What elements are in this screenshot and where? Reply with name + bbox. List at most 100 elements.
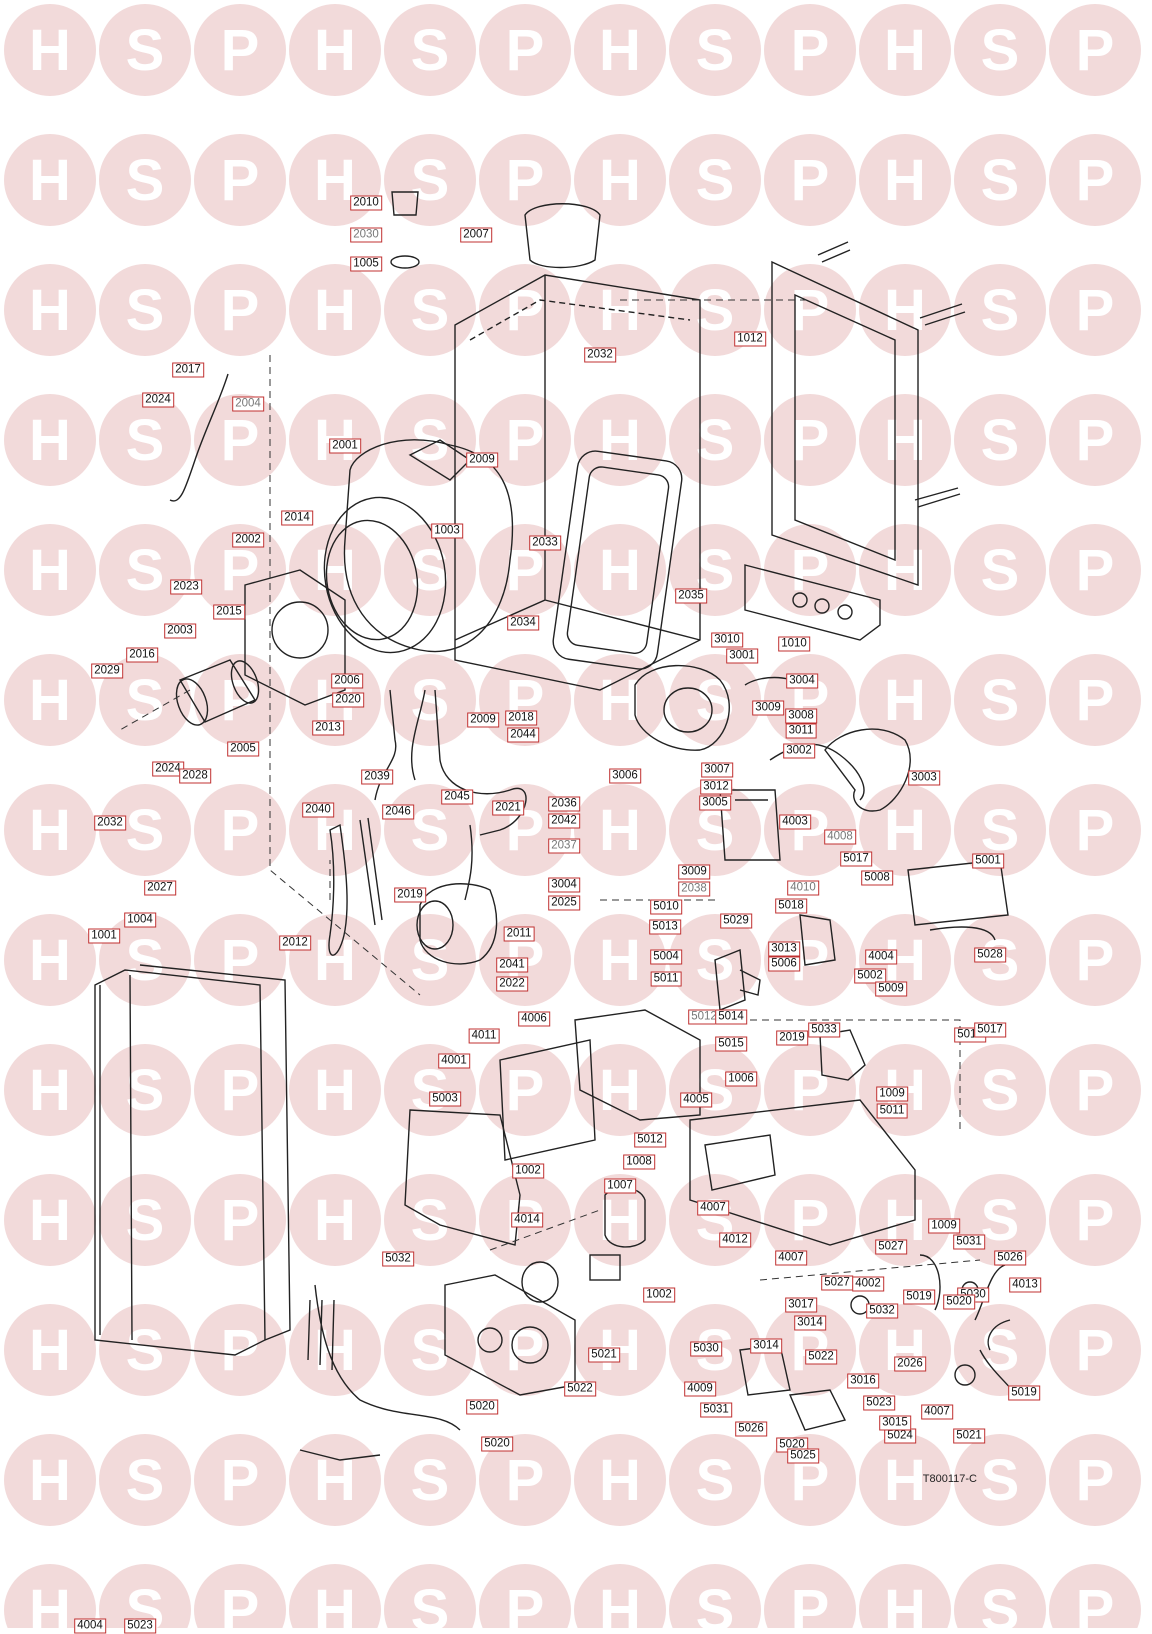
flow-pipe xyxy=(411,689,527,836)
svg-text:H: H xyxy=(599,798,641,863)
svg-text:P: P xyxy=(1076,1578,1115,1628)
part-label-3005: 3005 xyxy=(699,795,731,811)
svg-text:P: P xyxy=(1076,1058,1115,1123)
svg-text:S: S xyxy=(696,668,735,733)
svg-text:S: S xyxy=(981,1058,1020,1123)
svg-text:H: H xyxy=(314,928,356,993)
svg-text:S: S xyxy=(981,1188,1020,1253)
svg-text:H: H xyxy=(29,278,71,343)
watermark-badge: P xyxy=(764,394,856,486)
part-label-5018: 5018 xyxy=(775,898,807,914)
part-label-2041: 2041 xyxy=(496,957,528,973)
watermark-badge: H xyxy=(859,784,951,876)
watermark-badge: H xyxy=(574,1044,666,1136)
part-label-2004: 2004 xyxy=(232,396,264,412)
svg-text:P: P xyxy=(221,798,260,863)
watermark-badge: H xyxy=(574,914,666,1006)
svg-text:H: H xyxy=(314,148,356,213)
part-label-4006: 4006 xyxy=(518,1011,550,1027)
watermark-badge: P xyxy=(764,524,856,616)
svg-text:S: S xyxy=(411,798,450,863)
control-box xyxy=(404,1109,521,1246)
watermark-badge: P xyxy=(1049,134,1141,226)
part-label-5025: 5025 xyxy=(787,1448,819,1464)
watermark-badge: H xyxy=(4,914,96,1006)
svg-text:P: P xyxy=(221,1578,260,1628)
watermark-badge: P xyxy=(194,134,286,226)
watermark-badge: H xyxy=(289,524,381,616)
svg-text:S: S xyxy=(126,148,165,213)
svg-text:P: P xyxy=(1076,18,1115,83)
watermark-badge: H xyxy=(4,134,96,226)
watermark-badge: P xyxy=(764,134,856,226)
watermark-badge: P xyxy=(1049,654,1141,746)
watermark-badge: H xyxy=(4,524,96,616)
svg-text:H: H xyxy=(29,1058,71,1123)
watermark-badge: S xyxy=(99,784,191,876)
watermark-badge: S xyxy=(99,134,191,226)
part-label-2033: 2033 xyxy=(529,535,561,551)
part-label-2044: 2044 xyxy=(507,727,539,743)
watermark-badge: P xyxy=(1049,1044,1141,1136)
svg-text:S: S xyxy=(981,538,1020,603)
part-label-3004: 3004 xyxy=(548,877,580,893)
svg-text:H: H xyxy=(29,538,71,603)
part-label-2042: 2042 xyxy=(548,813,580,829)
part-label-2012: 2012 xyxy=(279,935,311,951)
svg-text:P: P xyxy=(791,18,830,83)
part-label-2007: 2007 xyxy=(460,227,492,243)
watermark-badge: H xyxy=(4,264,96,356)
svg-text:P: P xyxy=(221,1318,260,1383)
part-label-5027: 5027 xyxy=(821,1275,853,1291)
part-label-4009: 4009 xyxy=(684,1381,716,1397)
watermark-badge: H xyxy=(859,264,951,356)
part-label-5021: 5021 xyxy=(953,1428,985,1444)
part-label-2021: 2021 xyxy=(492,800,524,816)
part-label-2027: 2027 xyxy=(144,880,176,896)
part-label-2024: 2024 xyxy=(142,392,174,408)
svg-text:P: P xyxy=(1076,668,1115,733)
svg-text:P: P xyxy=(221,1188,260,1253)
svg-text:H: H xyxy=(884,668,926,733)
watermark-badge: P xyxy=(1049,524,1141,616)
part-label-3011: 3011 xyxy=(785,723,817,739)
expansion-vessel xyxy=(552,450,683,670)
part-label-5013: 5013 xyxy=(649,919,681,935)
part-label-2028: 2028 xyxy=(179,768,211,784)
diverter xyxy=(819,1029,866,1081)
watermark-badge: S xyxy=(954,1564,1046,1628)
part-label-2014: 2014 xyxy=(281,510,313,526)
svg-text:H: H xyxy=(29,1578,71,1628)
part-label-3010: 3010 xyxy=(711,632,743,648)
svg-text:S: S xyxy=(411,1318,450,1383)
part-label-5032: 5032 xyxy=(382,1251,414,1267)
part-label-4004: 4004 xyxy=(74,1618,106,1634)
svg-text:S: S xyxy=(696,1578,735,1628)
part-label-1001: 1001 xyxy=(88,928,120,944)
part-label-5024: 5024 xyxy=(884,1428,916,1444)
watermark-badge: S xyxy=(669,1434,761,1526)
part-label-4001: 4001 xyxy=(438,1053,470,1069)
svg-text:P: P xyxy=(221,1058,260,1123)
part-label-5006: 5006 xyxy=(768,956,800,972)
watermark-badge: S xyxy=(99,264,191,356)
watermark-badge: H xyxy=(574,1434,666,1526)
svg-text:H: H xyxy=(29,928,71,993)
watermark-badge: P xyxy=(1049,1564,1141,1628)
part-label-2036: 2036 xyxy=(548,796,580,812)
part-label-1009: 1009 xyxy=(876,1086,908,1102)
part-label-2026: 2026 xyxy=(894,1356,926,1372)
part-label-5031: 5031 xyxy=(700,1402,732,1418)
watermark-badge: P xyxy=(764,784,856,876)
watermark-badge: S xyxy=(99,1304,191,1396)
watermark-badge: P xyxy=(479,4,571,96)
part-label-1005: 1005 xyxy=(350,256,382,272)
watermark-badge: S xyxy=(384,1434,476,1526)
svg-text:S: S xyxy=(696,1448,735,1513)
part-label-5022: 5022 xyxy=(564,1381,596,1397)
watermark-badge: H xyxy=(4,1044,96,1136)
svg-text:P: P xyxy=(221,18,260,83)
part-label-2010: 2010 xyxy=(350,195,382,211)
watermark-badge: H xyxy=(859,134,951,226)
wiring-loom xyxy=(299,1284,461,1461)
